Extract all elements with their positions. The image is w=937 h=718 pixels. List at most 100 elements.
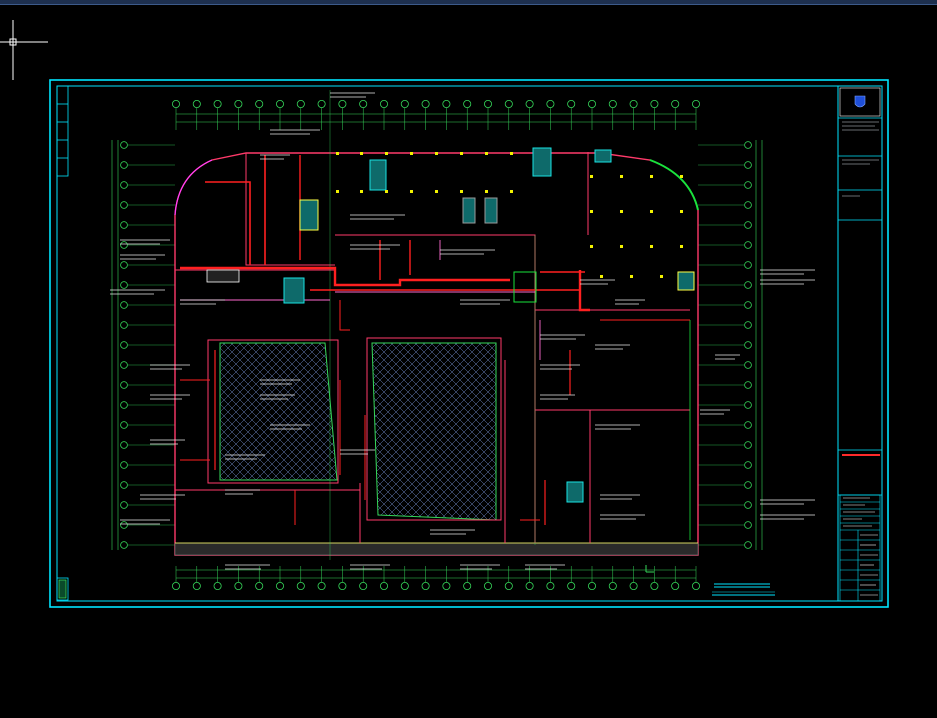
axis-bubble [692,100,701,109]
axis-bubble [421,582,430,591]
cad-drawing-canvas[interactable] [0,5,937,718]
axis-bubble [744,301,752,309]
axis-bubble [120,361,128,369]
axis-bubble [120,301,128,309]
title-bar-divider [0,4,937,5]
axis-bubble [504,582,513,591]
axis-bubble [483,582,492,591]
axis-bubble [296,582,305,591]
column-marker [510,190,513,193]
column-marker [630,275,633,278]
column-marker [620,245,623,248]
crosshair-icon [0,20,48,80]
axis-bubble [120,401,128,409]
axis-bubble [120,201,128,209]
axis-bubble [744,481,752,489]
axis-bubble [744,521,752,529]
axis-bubble [120,501,128,509]
building-outline [174,152,699,556]
axis-bubble [120,481,128,489]
column-marker [460,152,463,155]
column-marker [680,210,683,213]
axis-bubble [650,582,659,591]
sheet-outer-border [49,79,889,608]
axis-grid-left [111,140,175,550]
axis-bubble [120,341,128,349]
axis-bubble [379,100,388,109]
axis-bubble [463,582,472,591]
annotation-blocks [110,92,815,570]
column-marker [590,210,593,213]
axis-bubble [359,582,368,591]
window-title-bar [0,0,937,4]
axis-bubble [744,321,752,329]
axis-bubble [546,582,555,591]
axis-bubble [671,582,680,591]
axis-bubble [463,100,472,109]
axis-bubble [744,381,752,389]
axis-grid-top [171,100,701,130]
axis-bubble [483,100,492,109]
axis-bubble [744,341,752,349]
axis-bubble [608,100,617,109]
axis-bubble [120,261,128,269]
axis-bubble [744,241,752,249]
axis-bubble [525,100,534,109]
column-marker [510,152,513,155]
column-marker [600,275,603,278]
column-marker [336,152,339,155]
equipment-rooms [206,147,695,503]
axis-bubble [275,582,284,591]
courtyard-left [219,342,338,481]
axis-bubble [255,582,264,591]
axis-grid-right [698,140,763,550]
axis-bubble [525,582,534,591]
axis-bubble [296,100,305,109]
axis-bubble [120,281,128,289]
column-marker [385,190,388,193]
axis-bubble [213,582,222,591]
axis-bubble [442,100,451,109]
column-marker [590,175,593,178]
axis-bubble [359,100,368,109]
title-block [837,85,883,602]
axis-bubble [744,461,752,469]
column-marker [660,275,663,278]
column-marker [360,152,363,155]
axis-lines-interior [329,90,691,560]
axis-bubble [442,582,451,591]
axis-bubble [671,100,680,109]
axis-bubble [744,501,752,509]
column-marker [336,190,339,193]
axis-bubble [255,100,264,109]
axis-bubble [629,100,638,109]
axis-bubble [120,181,128,189]
axis-bubble [744,361,752,369]
axis-bubble [234,582,243,591]
title-block-table [839,494,881,602]
column-marker [410,152,413,155]
axis-bubble [400,100,409,109]
axis-bubble [192,582,201,591]
axis-bubble [120,461,128,469]
axis-bubble [692,582,701,591]
axis-bubble [744,541,752,549]
axis-bubble [120,541,128,549]
column-marker [385,152,388,155]
axis-bubble [120,421,128,429]
axis-bubble [650,100,659,109]
axis-bubble [421,100,430,109]
binding-strip [56,85,69,601]
axis-bubble [744,261,752,269]
column-marker [435,152,438,155]
axis-bubble [120,161,128,169]
axis-bubble [504,100,513,109]
axis-bubble [275,100,284,109]
axis-bubble [744,281,752,289]
fire-pipes [180,155,690,525]
column-marker [650,245,653,248]
column-marker [590,245,593,248]
axis-bubble [234,100,243,109]
column-marker [360,190,363,193]
column-marker [650,175,653,178]
